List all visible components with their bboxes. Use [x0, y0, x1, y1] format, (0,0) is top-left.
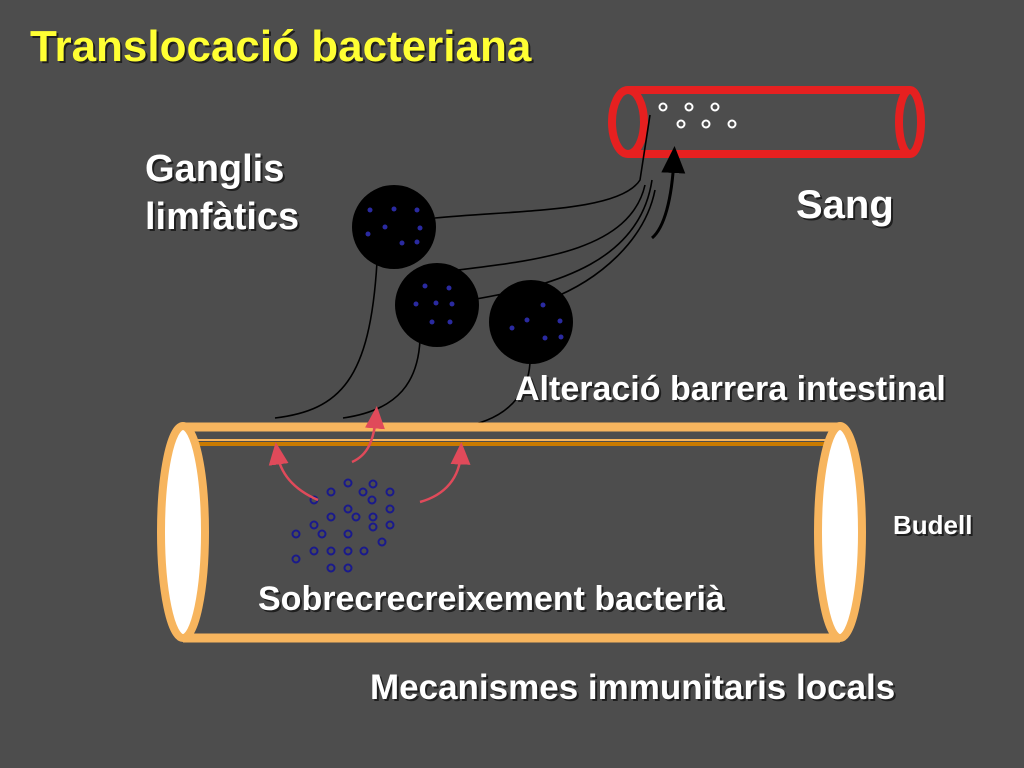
lymph-nodes-label: Ganglis limfàtics: [145, 145, 299, 241]
blood-vessel: [608, 86, 925, 158]
translocation-arrows: [268, 406, 471, 504]
lymph-nodes-label-line2: limfàtics: [145, 196, 300, 238]
blood-bacteria: [658, 102, 737, 129]
bacterial-overgrowth-label: Sobrecrecreixement bacterià: [258, 580, 725, 618]
page-title: Translocació bacteriana: [30, 22, 532, 71]
lymph-node-2: [395, 263, 479, 347]
blood-label: Sang: [796, 183, 894, 227]
bacteria-cluster: [291, 478, 395, 573]
intestine-label: Budell: [893, 510, 973, 540]
lymph-to-blood-lines: [434, 114, 656, 301]
lymph-node-1: [352, 185, 436, 269]
lymph-node-3: [489, 280, 573, 364]
local-immune-mechanisms-label: Mecanismes immunitaris locals: [370, 668, 896, 707]
lymph-nodes-label-line1: Ganglis: [145, 148, 285, 190]
barrier-alteration-label: Alteració barrera intestinal: [515, 370, 946, 408]
intestine: [157, 422, 866, 643]
blood-entry-arrow: [650, 146, 686, 240]
